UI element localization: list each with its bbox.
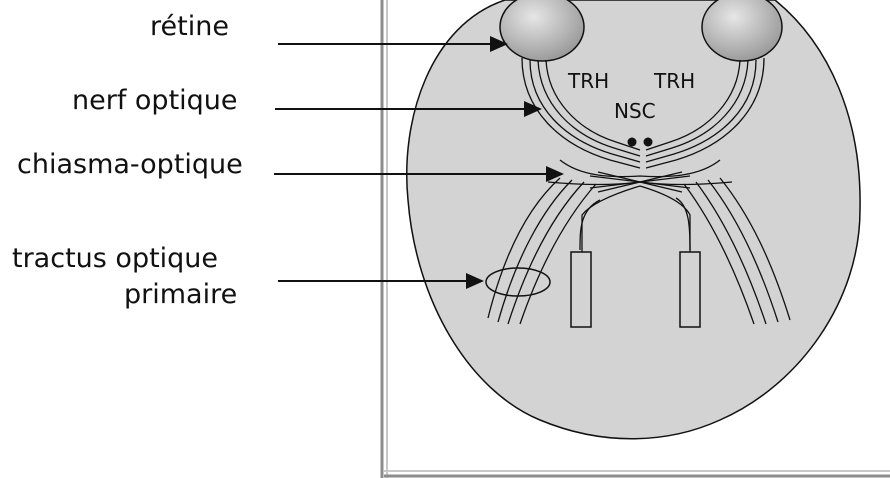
nsc-dot-left [628,138,637,147]
eye-right [702,0,782,61]
label-trh-right: TRH [653,69,695,93]
nsc-dot-right [644,138,653,147]
label-nsc: NSC [614,99,656,123]
label-trh-left: TRH [567,69,609,93]
eye-left [500,0,584,61]
head-outline [407,0,860,439]
